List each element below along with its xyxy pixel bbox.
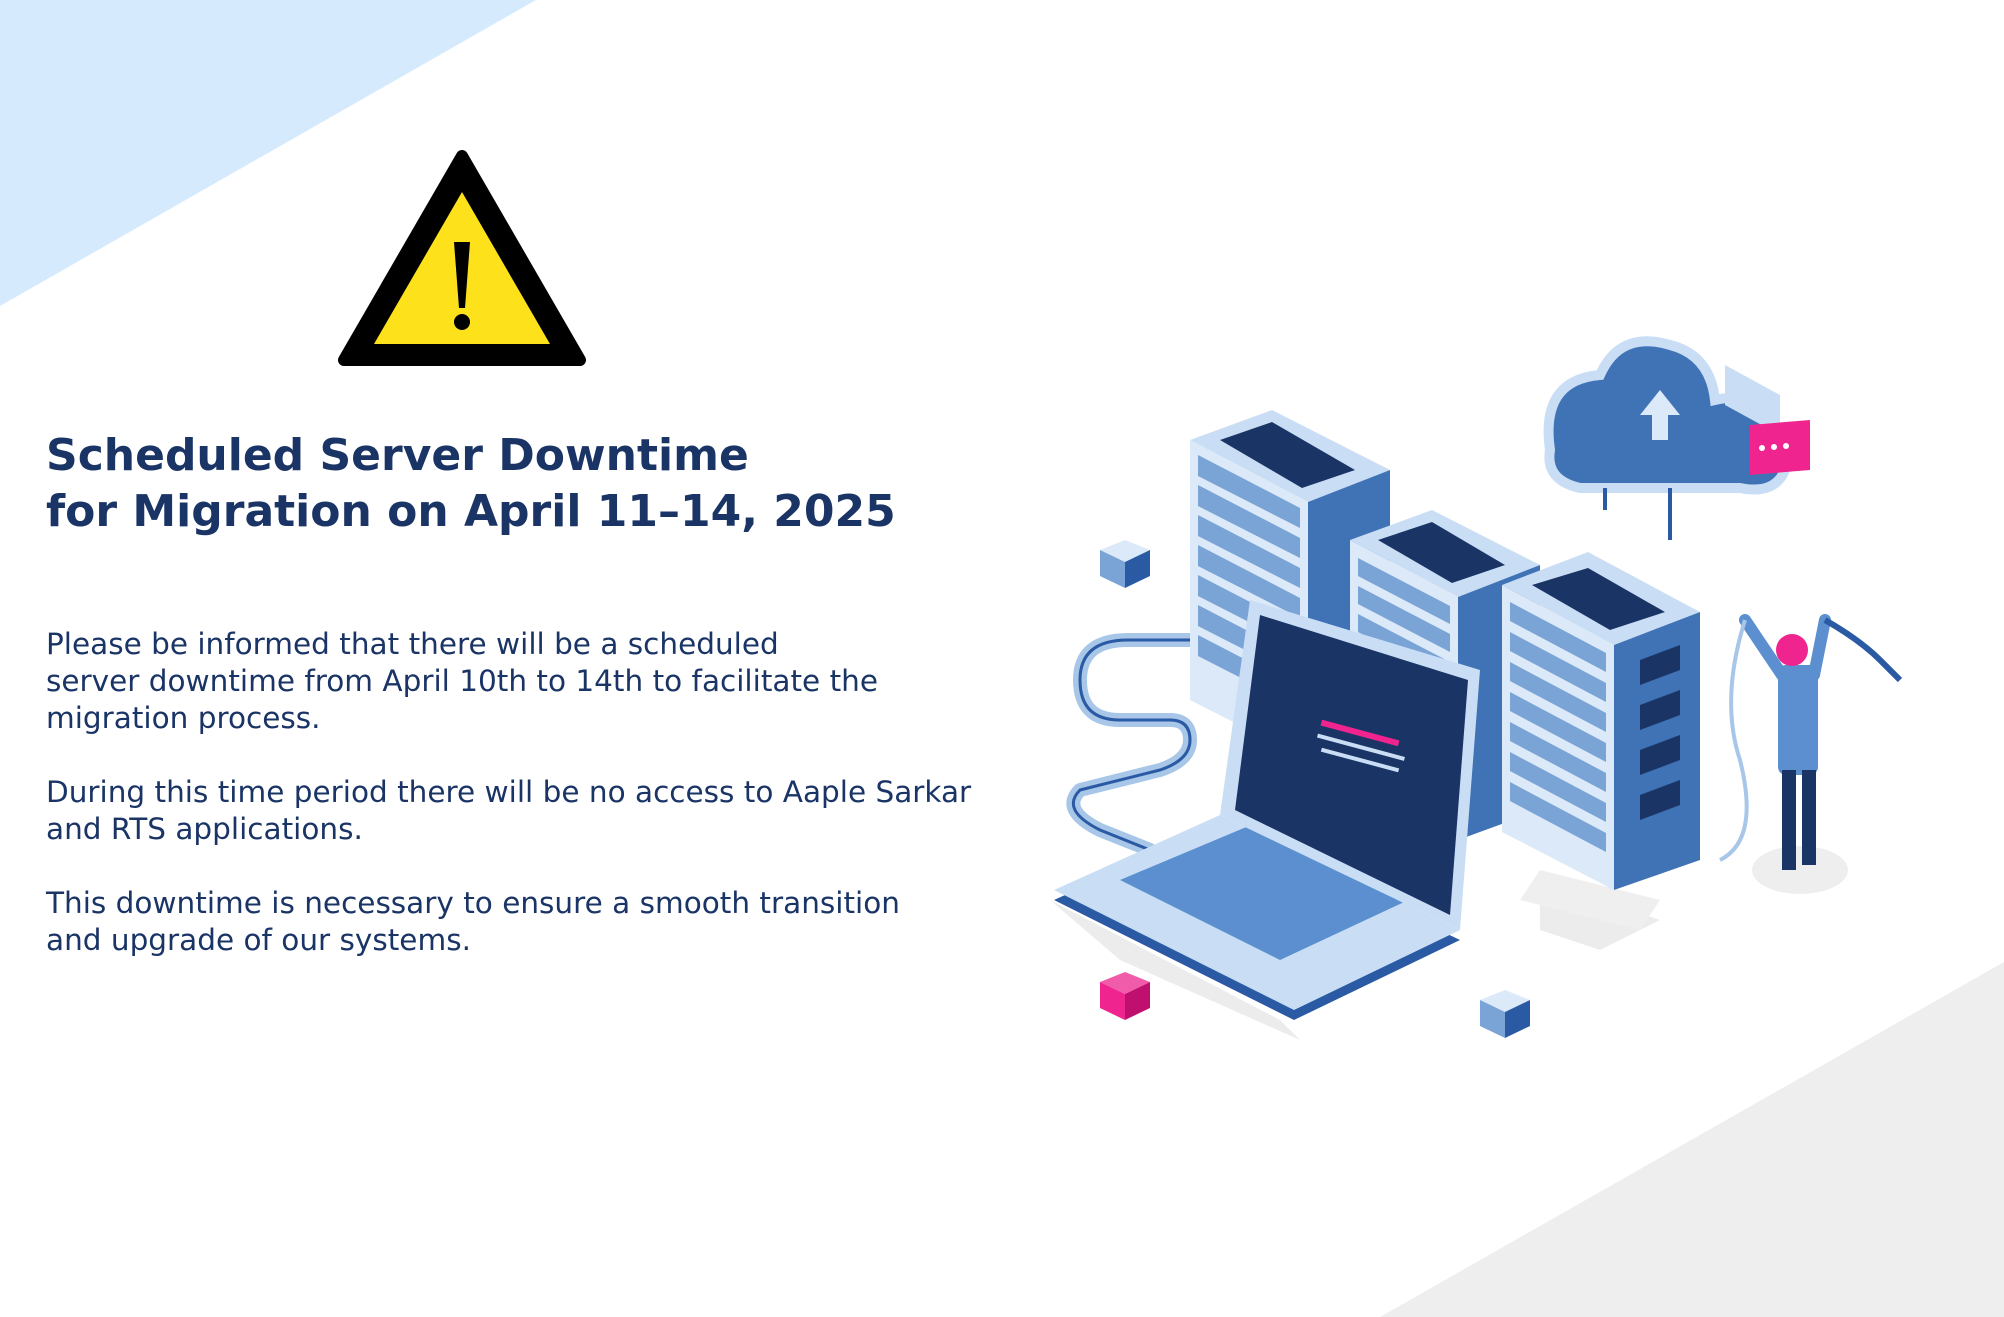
chat-bubble-icon — [1725, 365, 1810, 475]
title-line-2: for Migration on April 11–14, 2025 — [46, 486, 896, 537]
floor-shadow — [1520, 870, 1660, 930]
paragraph-line: migration process. — [46, 701, 321, 735]
warning-triangle-icon — [338, 150, 586, 366]
cube-icon — [1480, 990, 1530, 1038]
person-icon — [1719, 614, 1903, 870]
laptop-icon — [1054, 600, 1480, 1020]
paragraph-line: Please be informed that there will be a … — [46, 627, 779, 661]
laptop-shadow — [1050, 900, 1300, 1040]
cable — [1066, 633, 1197, 857]
server-rack-3 — [1502, 552, 1700, 890]
paragraph-line: During this time period there will be no… — [46, 775, 972, 809]
paragraph-line: server downtime from April 10th to 14th … — [46, 664, 878, 698]
notice-paragraph-2: During this time period there will be no… — [46, 774, 1046, 848]
person-shadow — [1752, 846, 1848, 894]
cube-icon — [1100, 540, 1150, 588]
cube-icon — [1100, 972, 1150, 1020]
server-migration-illustration — [1050, 336, 1903, 1040]
title-line-1: Scheduled Server Downtime — [46, 430, 749, 481]
notice-body: Please be informed that there will be a … — [46, 626, 1046, 996]
notice-paragraph-1: Please be informed that there will be a … — [46, 626, 1046, 737]
paragraph-line: and upgrade of our systems. — [46, 923, 471, 957]
page-title: Scheduled Server Downtime for Migration … — [46, 428, 1026, 540]
paragraph-line: This downtime is necessary to ensure a s… — [46, 886, 900, 920]
notice-paragraph-3: This downtime is necessary to ensure a s… — [46, 885, 1046, 959]
cable — [1071, 638, 1192, 852]
paragraph-line: and RTS applications. — [46, 812, 363, 846]
